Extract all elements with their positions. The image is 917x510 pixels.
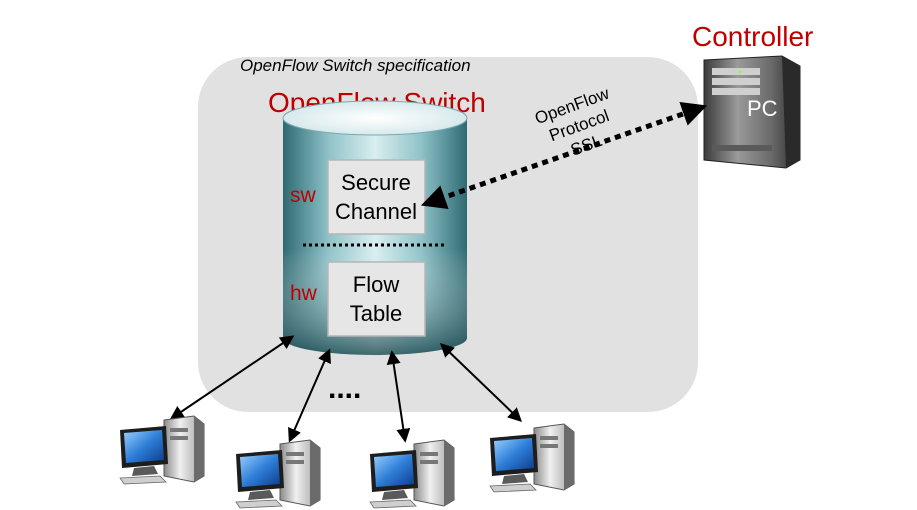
secure-channel-box: Secure Channel [327, 159, 426, 235]
host-computer-icon-3 [369, 439, 455, 509]
controller-device-label: PC [747, 96, 778, 121]
flow-table-box: Flow Table [327, 261, 426, 337]
hosts-ellipsis: .... [328, 372, 361, 405]
host-3-link [386, 350, 411, 443]
hw-layer-label: hw [290, 282, 318, 305]
host-4-link [439, 343, 523, 422]
host-2-link [288, 348, 331, 443]
controller-link-arrow [420, 101, 708, 210]
sw-layer-label: sw [290, 184, 317, 207]
host-computer-icon-2 [235, 439, 321, 509]
secure-channel-line2: Channel [335, 199, 417, 224]
flow-table-line1: Flow [353, 272, 400, 297]
controller-server-icon: PC [703, 55, 801, 169]
secure-channel-line1: Secure [341, 170, 411, 195]
flow-table-line2: Table [350, 301, 403, 326]
host-computer-icon-4 [489, 423, 575, 493]
host-1-link [169, 335, 295, 420]
host-computer-icon-1 [119, 415, 205, 485]
spec-label: OpenFlow Switch specification [240, 56, 471, 75]
controller-title: Controller [692, 21, 813, 52]
